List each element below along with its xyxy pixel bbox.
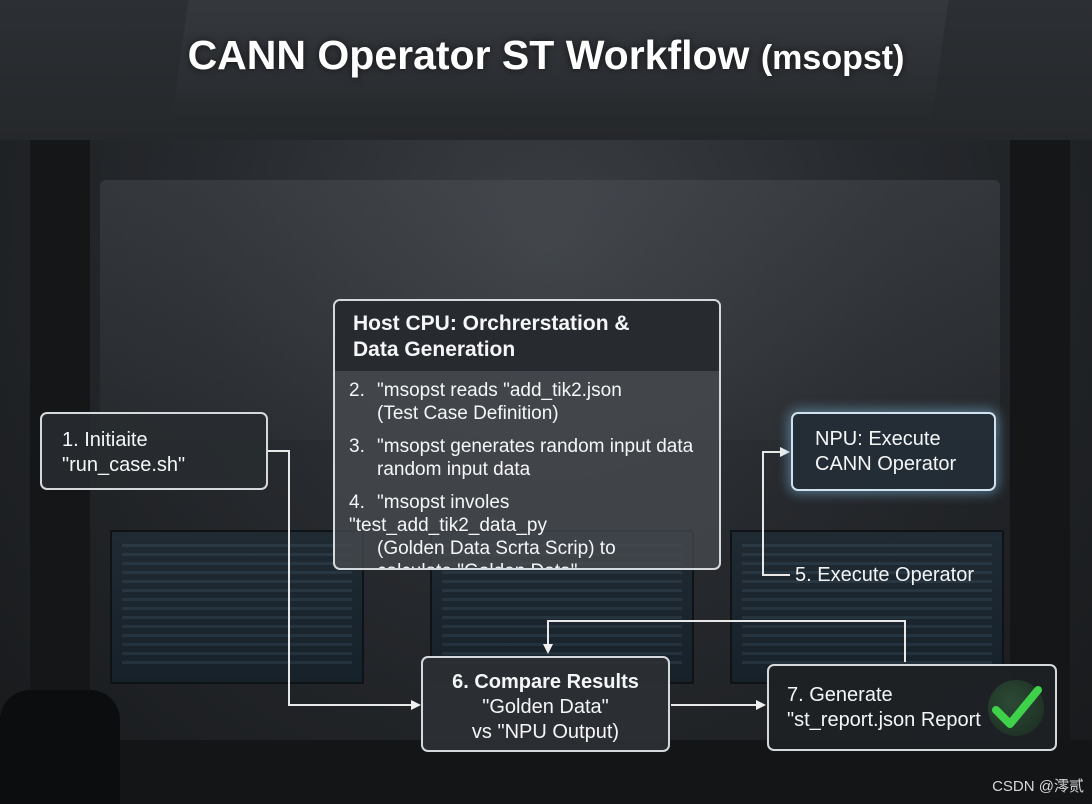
watermark: CSDN @澪贰 [992, 778, 1084, 795]
step-text: "msopst involes "test_add_tik2_data_py [349, 492, 547, 536]
background-monitor [110, 530, 364, 684]
host-heading-line2: Data Generation [353, 338, 516, 361]
compare-line1: 6. Compare Results [452, 671, 639, 693]
check-icon-glyph [992, 686, 1042, 728]
npu-execute-box: NPU: Execute CANN Operator [791, 412, 996, 491]
host-heading-line1: Host CPU: Orchrerstation & [353, 312, 630, 335]
compare-results-box: 6. Compare Results "Golden Data" vs "NPU… [421, 656, 670, 752]
step-number: 2. [349, 380, 365, 401]
host-cpu-steps: 2. "msopst reads "add_tik2.json (Test Cas… [335, 371, 719, 568]
report-line1: 7. Generate [787, 684, 893, 706]
step-initiate-box: 1. Initiaite "run_case.sh" [40, 412, 268, 490]
step-text: "msopst generates random input data [377, 436, 694, 457]
host-cpu-heading: Host CPU: Orchrerstation & Data Generati… [335, 301, 719, 371]
arrow-execute-to-npu [762, 447, 790, 576]
step-number: 3. [349, 436, 365, 457]
step-text: calculate "Golden Data" [349, 560, 705, 568]
execute-operator-label: 5. Execute Operator [795, 564, 974, 586]
host-step-4: 4."msopst involes "test_add_tik2_data_py… [349, 491, 705, 568]
host-step-2: 2. "msopst reads "add_tik2.json (Test Cas… [349, 379, 705, 425]
page-title: CANN Operator ST Workflow (msopst) [0, 32, 1092, 79]
compare-line3: vs "NPU Output) [471, 721, 620, 743]
step-text: random input data [377, 459, 531, 480]
npu-line1: NPU: Execute [815, 428, 941, 450]
host-cpu-box: Host CPU: Orchrerstation & Data Generati… [333, 299, 721, 570]
title-sub: (msopst) [760, 39, 905, 77]
host-step-3: 3. "msopst generates random input data ra… [349, 435, 705, 481]
report-line2: "st_report.json Report [787, 709, 981, 731]
npu-line2: CANN Operator [815, 453, 957, 475]
background-chair [0, 690, 120, 804]
title-main: CANN Operator ST Workflow [187, 32, 750, 78]
check-icon [988, 680, 1044, 736]
step-text: "msopst reads "add_tik2.json [377, 380, 622, 401]
background-monitor [730, 530, 1004, 684]
step-text: (Golden Data Scrta Scrip) to [377, 538, 616, 559]
step-number: 4. [349, 492, 365, 513]
initiate-line1: 1. Initiaite [62, 429, 148, 451]
initiate-line2: "run_case.sh" [62, 454, 186, 476]
compare-line2: "Golden Data" [482, 696, 609, 718]
step-text: (Test Case Definition) [377, 403, 559, 424]
